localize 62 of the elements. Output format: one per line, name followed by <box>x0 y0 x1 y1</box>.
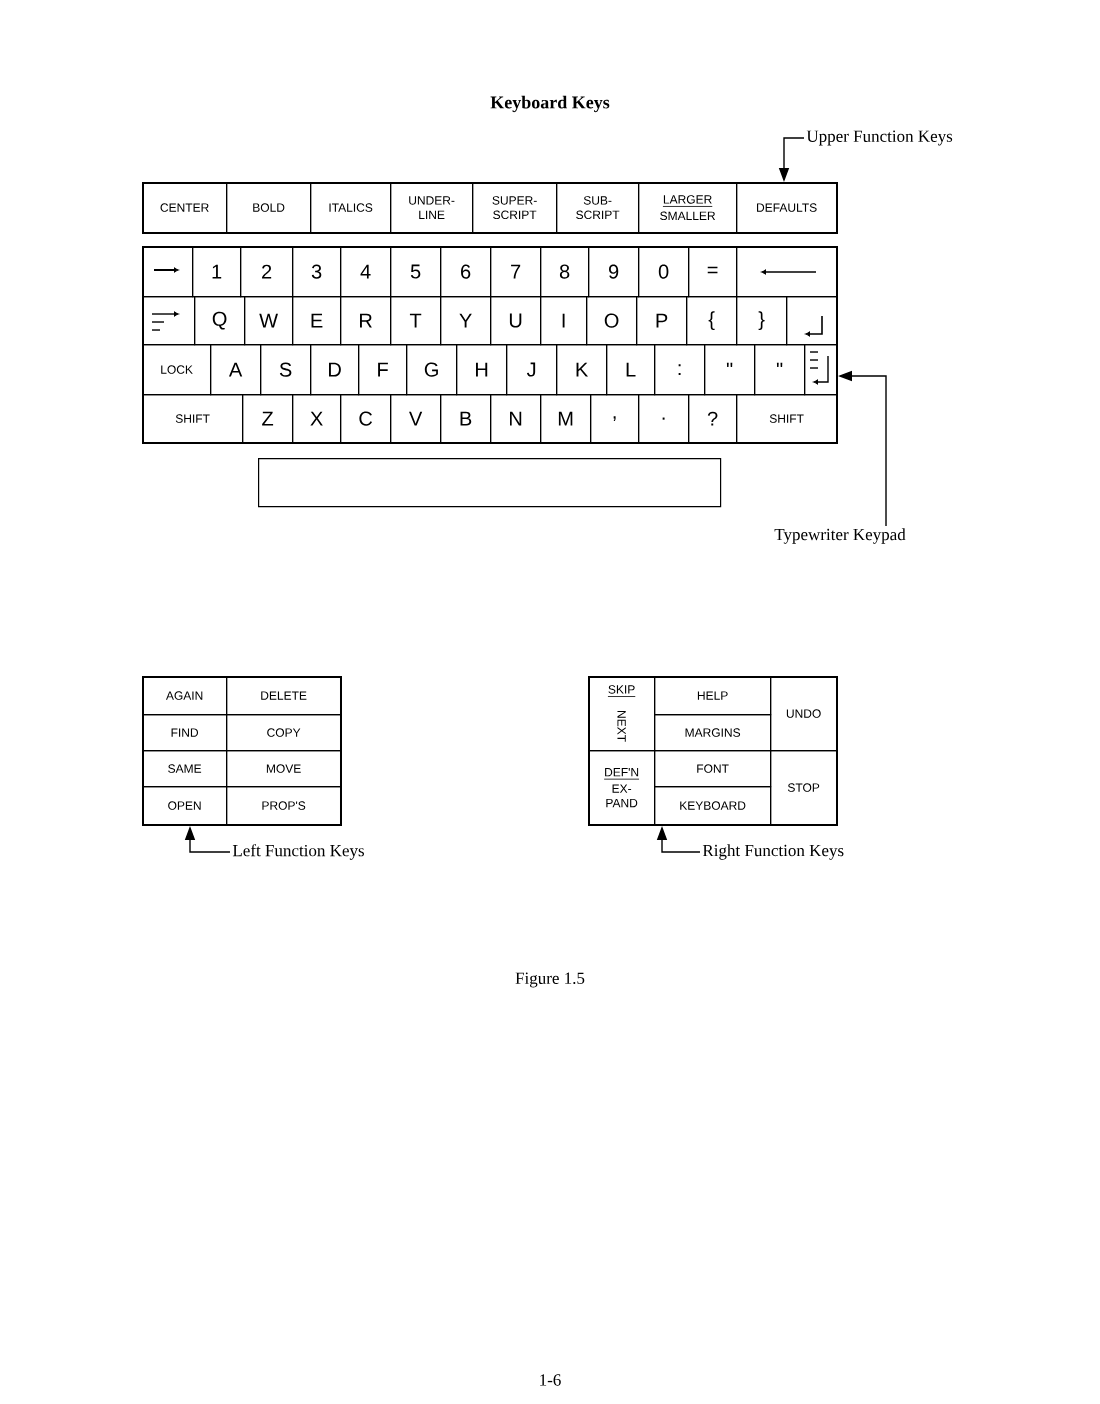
key: 7 <box>490 246 542 298</box>
key: . <box>638 394 690 444</box>
keyboard-panel <box>142 676 342 826</box>
key: S <box>260 344 312 396</box>
space-bar <box>258 458 722 508</box>
key: 0 <box>638 246 690 298</box>
key: J <box>506 344 558 396</box>
key: Q <box>194 296 246 346</box>
keyboard-panel <box>588 676 838 826</box>
key: G <box>406 344 458 396</box>
leader-label: Right Function Keys <box>702 844 844 860</box>
key: 2 <box>240 246 294 298</box>
key: Z <box>242 394 294 444</box>
key: : <box>654 344 706 396</box>
key: } <box>736 296 788 346</box>
key: B <box>440 394 492 444</box>
key: A <box>210 344 262 396</box>
key: D <box>310 344 360 396</box>
keyboard-panel <box>142 246 838 444</box>
key: I <box>540 296 588 346</box>
key: X <box>292 394 342 444</box>
key: 4 <box>340 246 392 298</box>
leader-label: Typewriter Keypad <box>774 528 906 544</box>
key <box>786 296 838 346</box>
key: 6 <box>440 246 492 298</box>
key: " <box>704 344 756 396</box>
key: 9 <box>588 246 640 298</box>
key: ? <box>688 394 738 444</box>
figure-caption: Figure 1.5 <box>515 972 585 988</box>
key <box>142 246 194 298</box>
key: W <box>244 296 294 346</box>
key: " <box>754 344 806 396</box>
key: Y <box>440 296 492 346</box>
key: H <box>456 344 508 396</box>
key: R <box>340 296 392 346</box>
leader-label: Upper Function Keys <box>806 130 953 146</box>
key: P <box>636 296 688 346</box>
key: E <box>292 296 342 346</box>
key: { <box>686 296 738 346</box>
keyboard-panel <box>142 182 838 234</box>
key: 3 <box>292 246 342 298</box>
key: K <box>556 344 608 396</box>
key: 8 <box>540 246 590 298</box>
key: N <box>490 394 542 444</box>
leader-label: Left Function Keys <box>232 844 364 860</box>
key: C <box>340 394 392 444</box>
key: , <box>590 394 640 444</box>
key: = <box>688 246 738 298</box>
key <box>142 296 196 346</box>
page-number: 1-6 <box>540 1374 561 1386</box>
key: U <box>490 296 542 346</box>
key: F <box>358 344 408 396</box>
title: Keyboard Keys <box>490 95 610 113</box>
key: M <box>540 394 592 444</box>
key: 5 <box>390 246 442 298</box>
key <box>736 246 838 298</box>
key: O <box>586 296 638 346</box>
key: V <box>390 394 442 444</box>
key <box>804 344 838 396</box>
key: T <box>390 296 442 346</box>
key: 1 <box>192 246 242 298</box>
key: L <box>606 344 656 396</box>
